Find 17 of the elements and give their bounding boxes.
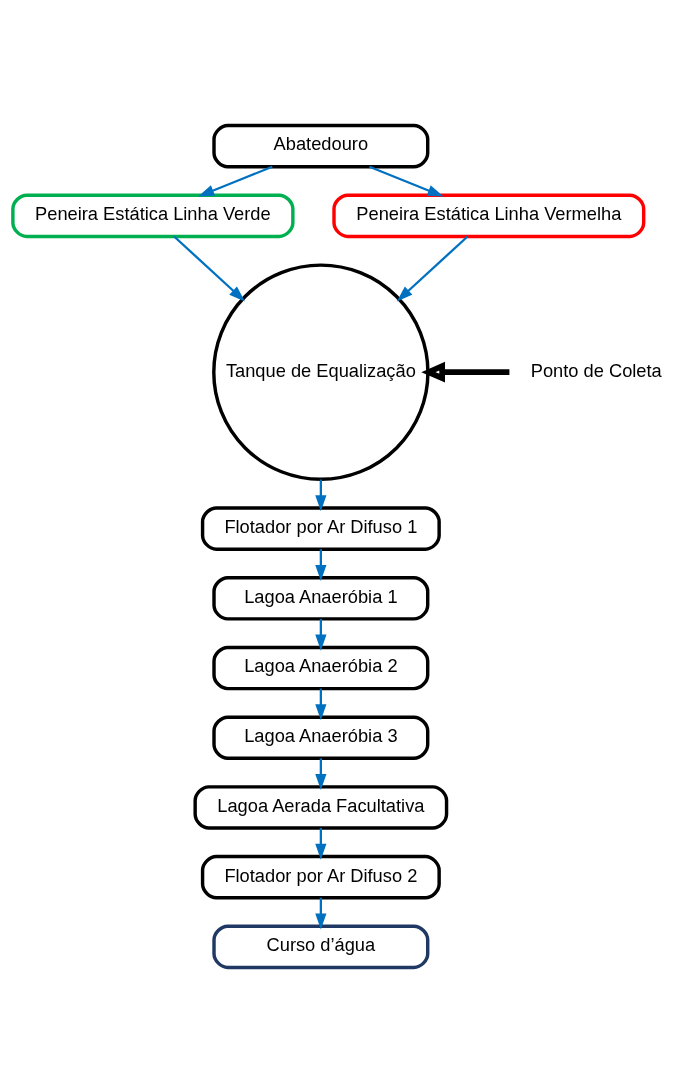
node-box: Curso d’água <box>212 924 430 969</box>
node-box: Lagoa Aerada Facultativa <box>193 784 449 830</box>
node-circle: Tanque de Equalização <box>212 262 430 481</box>
arrow <box>396 235 469 301</box>
arrow <box>198 165 273 197</box>
node-box: Flotador por Ar Difuso 2 <box>200 854 441 899</box>
node-box: Peneira Estática Linha Vermelha <box>332 193 646 238</box>
arrow <box>173 235 245 301</box>
node-box: Flotador por Ar Difuso 1 <box>200 505 441 551</box>
arrow <box>369 165 444 197</box>
node-box: Peneira Estática Linha Verde <box>11 193 295 238</box>
node-text: Ponto de Coleta <box>530 359 662 381</box>
node-box: Abatedouro <box>212 123 430 168</box>
arrow <box>421 361 510 383</box>
node-box: Lagoa Anaeróbia 1 <box>212 575 430 621</box>
node-box: Lagoa Anaeróbia 3 <box>212 714 430 760</box>
node-box: Lagoa Anaeróbia 2 <box>212 645 430 690</box>
